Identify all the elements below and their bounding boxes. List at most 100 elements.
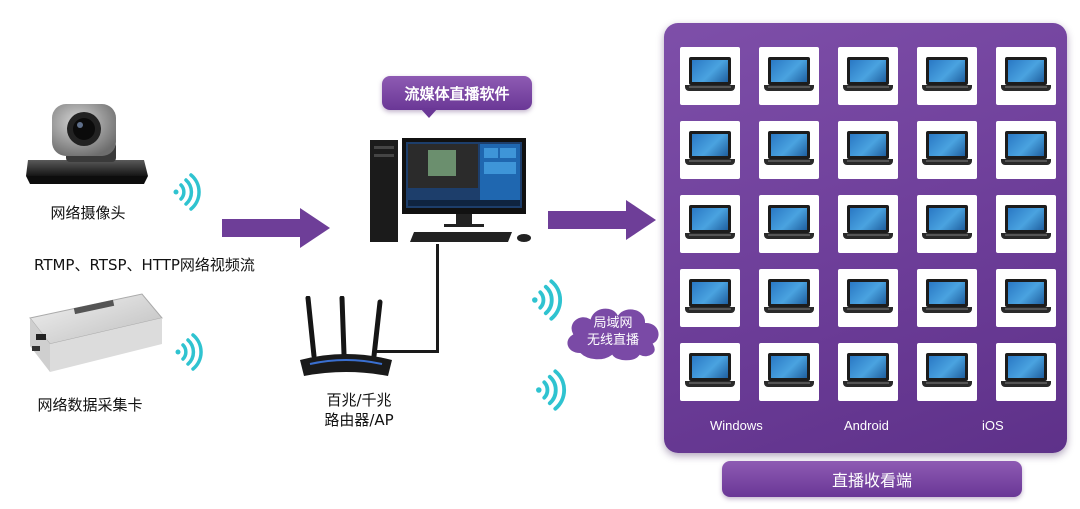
- flow-arrow-right: [222, 208, 330, 248]
- client-device-tile: [680, 47, 740, 105]
- laptop-keyboard-base: [1001, 85, 1051, 91]
- client-device-tile: [917, 269, 977, 327]
- client-device-tile: [917, 121, 977, 179]
- os-label-ios: iOS: [982, 418, 1004, 433]
- client-device-tile: [996, 121, 1056, 179]
- laptop-icon: [689, 279, 731, 307]
- laptop-icon: [926, 279, 968, 307]
- wifi-signal-icon: [168, 172, 208, 212]
- streaming-software-label: 流媒体直播软件: [404, 84, 510, 103]
- laptop-icon: [768, 279, 810, 307]
- router-label-line2: 路由器/AP: [324, 411, 394, 429]
- laptop-keyboard-base: [922, 85, 972, 91]
- laptop-icon: [1005, 131, 1047, 159]
- laptop-icon: [847, 205, 889, 233]
- client-device-tile: [838, 343, 898, 401]
- laptop-keyboard-base: [922, 381, 972, 387]
- client-device-tile: [917, 47, 977, 105]
- client-device-tile: [996, 195, 1056, 253]
- client-device-tile: [759, 343, 819, 401]
- server-computer-icon: [368, 138, 538, 246]
- laptop-keyboard-base: [764, 85, 814, 91]
- laptop-icon: [768, 353, 810, 381]
- client-device-tile: [838, 195, 898, 253]
- client-device-tile: [759, 195, 819, 253]
- laptop-keyboard-base: [843, 381, 893, 387]
- laptop-icon: [1005, 279, 1047, 307]
- viewer-clients-badge: 直播收看端: [722, 461, 1022, 497]
- os-label-android: Android: [844, 418, 889, 433]
- client-device-tile: [996, 269, 1056, 327]
- client-device-tile: [917, 195, 977, 253]
- laptop-icon: [847, 279, 889, 307]
- stream-protocol-label: RTMP、RTSP、HTTP网络视频流: [34, 256, 255, 274]
- network-cable-line: [436, 244, 439, 352]
- laptop-keyboard-base: [922, 159, 972, 165]
- client-device-tile: [680, 269, 740, 327]
- client-device-tile: [759, 269, 819, 327]
- badge-pointer: [420, 108, 438, 118]
- laptop-keyboard-base: [1001, 159, 1051, 165]
- laptop-icon: [926, 353, 968, 381]
- client-device-grid: [680, 47, 1056, 401]
- laptop-keyboard-base: [685, 307, 735, 313]
- laptop-keyboard-base: [1001, 233, 1051, 239]
- viewer-clients-label: 直播收看端: [831, 471, 912, 490]
- laptop-icon: [768, 57, 810, 85]
- network-cable-line: [376, 350, 439, 353]
- router-label: 百兆/千兆 路由器/AP: [304, 390, 414, 430]
- laptop-icon: [847, 353, 889, 381]
- laptop-icon: [1005, 353, 1047, 381]
- client-device-tile: [838, 47, 898, 105]
- laptop-keyboard-base: [764, 233, 814, 239]
- laptop-keyboard-base: [685, 381, 735, 387]
- streaming-software-badge: 流媒体直播软件: [382, 76, 532, 110]
- laptop-keyboard-base: [764, 307, 814, 313]
- capture-card-icon: [16, 288, 166, 378]
- client-device-tile: [838, 269, 898, 327]
- laptop-keyboard-base: [685, 85, 735, 91]
- laptop-icon: [689, 353, 731, 381]
- client-device-tile: [759, 47, 819, 105]
- ip-camera-icon: [22, 96, 150, 192]
- laptop-keyboard-base: [922, 233, 972, 239]
- client-device-tile: [996, 343, 1056, 401]
- os-label-windows: Windows: [710, 418, 763, 433]
- lan-wireless-cloud: 局域网 无线直播: [560, 298, 666, 364]
- laptop-icon: [926, 57, 968, 85]
- laptop-keyboard-base: [843, 307, 893, 313]
- client-devices-panel: Windows Android iOS: [664, 23, 1067, 453]
- laptop-icon: [689, 57, 731, 85]
- client-device-tile: [917, 343, 977, 401]
- cloud-label-line1: 局域网: [593, 316, 633, 331]
- laptop-icon: [768, 205, 810, 233]
- client-device-tile: [680, 121, 740, 179]
- laptop-icon: [1005, 57, 1047, 85]
- laptop-icon: [847, 131, 889, 159]
- client-device-tile: [838, 121, 898, 179]
- laptop-keyboard-base: [922, 307, 972, 313]
- laptop-keyboard-base: [764, 381, 814, 387]
- flow-arrow-right: [548, 200, 656, 240]
- client-device-tile: [759, 121, 819, 179]
- laptop-icon: [847, 57, 889, 85]
- laptop-keyboard-base: [1001, 381, 1051, 387]
- laptop-keyboard-base: [843, 85, 893, 91]
- router-label-line1: 百兆/千兆: [326, 391, 392, 409]
- wifi-signal-icon: [530, 368, 574, 412]
- laptop-icon: [689, 131, 731, 159]
- client-device-tile: [680, 195, 740, 253]
- laptop-icon: [926, 205, 968, 233]
- laptop-icon: [689, 205, 731, 233]
- laptop-icon: [1005, 205, 1047, 233]
- capture-card-label: 网络数据采集卡: [37, 396, 143, 414]
- router-icon: [296, 295, 396, 382]
- laptop-keyboard-base: [843, 159, 893, 165]
- laptop-keyboard-base: [685, 159, 735, 165]
- camera-label: 网络摄像头: [50, 204, 126, 222]
- wifi-signal-icon: [526, 278, 570, 322]
- client-device-tile: [996, 47, 1056, 105]
- client-device-tile: [680, 343, 740, 401]
- laptop-icon: [768, 131, 810, 159]
- laptop-keyboard-base: [1001, 307, 1051, 313]
